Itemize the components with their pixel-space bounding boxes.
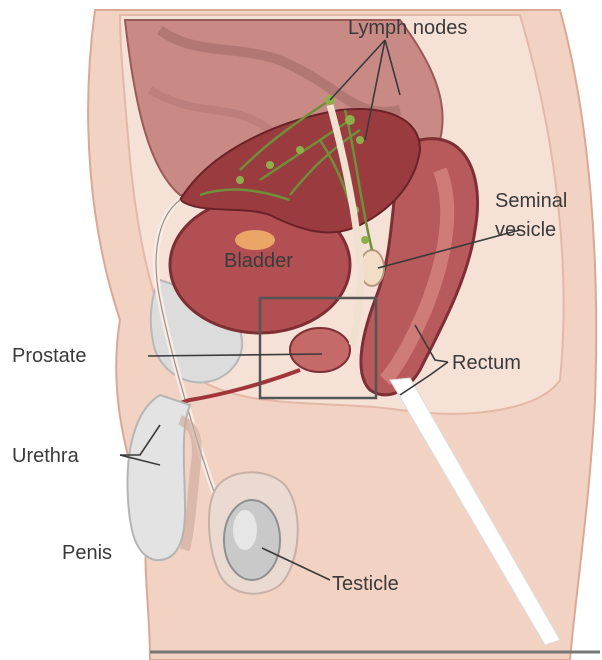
- prostate: [290, 328, 350, 372]
- bladder-highlight: [235, 230, 275, 250]
- label-seminal-vesicle-line2: vesicle: [495, 219, 556, 241]
- testicle-shade: [233, 510, 257, 550]
- label-testicle: Testicle: [332, 573, 399, 595]
- label-seminal-vesicle-line1: Seminal: [495, 190, 567, 212]
- label-rectum: Rectum: [452, 352, 521, 374]
- label-bladder: Bladder: [224, 250, 293, 272]
- label-penis: Penis: [62, 542, 112, 564]
- label-urethra: Urethra: [12, 445, 80, 467]
- label-prostate: Prostate: [12, 345, 86, 367]
- label-lymph-nodes: Lymph nodes: [348, 17, 467, 39]
